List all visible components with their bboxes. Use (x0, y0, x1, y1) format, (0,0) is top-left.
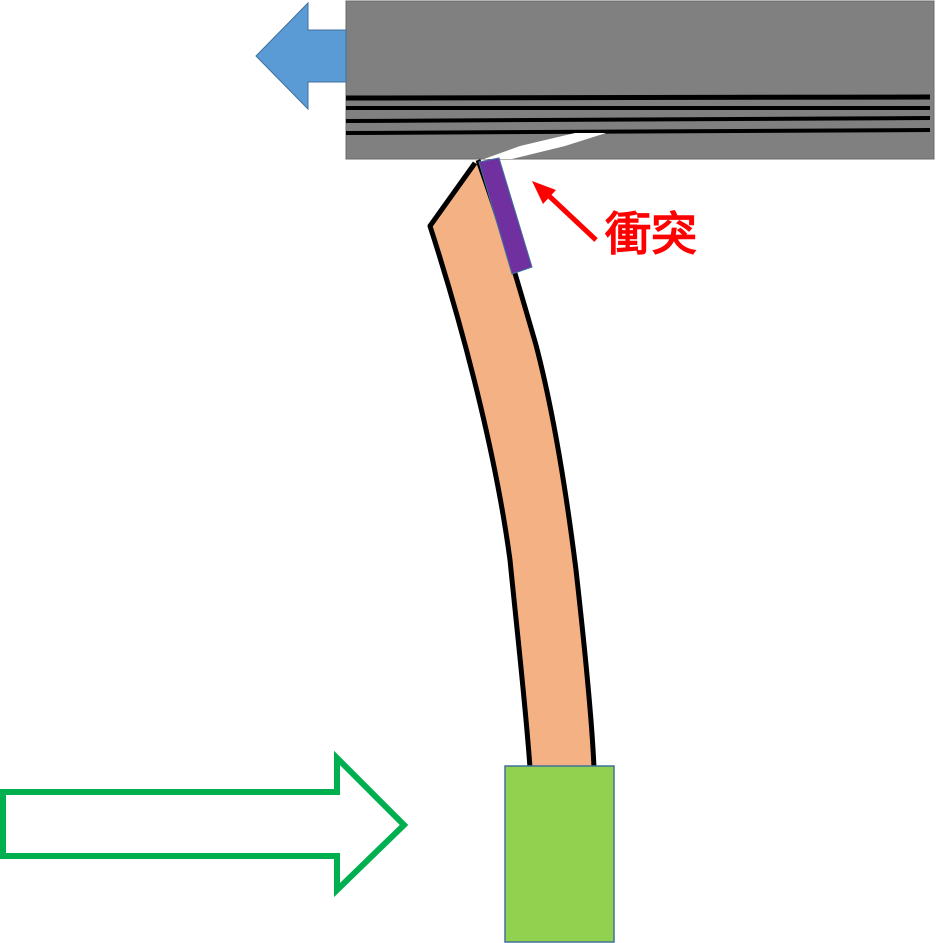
top-block (345, 0, 935, 160)
arrow-right-icon (0, 750, 409, 898)
collision-arrow (532, 181, 598, 242)
contact-pad (478, 157, 533, 275)
collision-arrow-shaft (545, 192, 598, 242)
blade-body (430, 160, 594, 768)
collision-arrow-head (532, 181, 556, 204)
block-line-4 (345, 128, 931, 135)
arrow-left-icon (255, 1, 347, 111)
block-line-3 (345, 116, 931, 123)
top-block-body (345, 0, 935, 160)
collision-label: 衝突 (604, 207, 697, 261)
blade-left-edge (427, 161, 533, 769)
chipped-area (484, 133, 606, 159)
block-line-1 (345, 94, 931, 101)
base-block (504, 765, 615, 943)
